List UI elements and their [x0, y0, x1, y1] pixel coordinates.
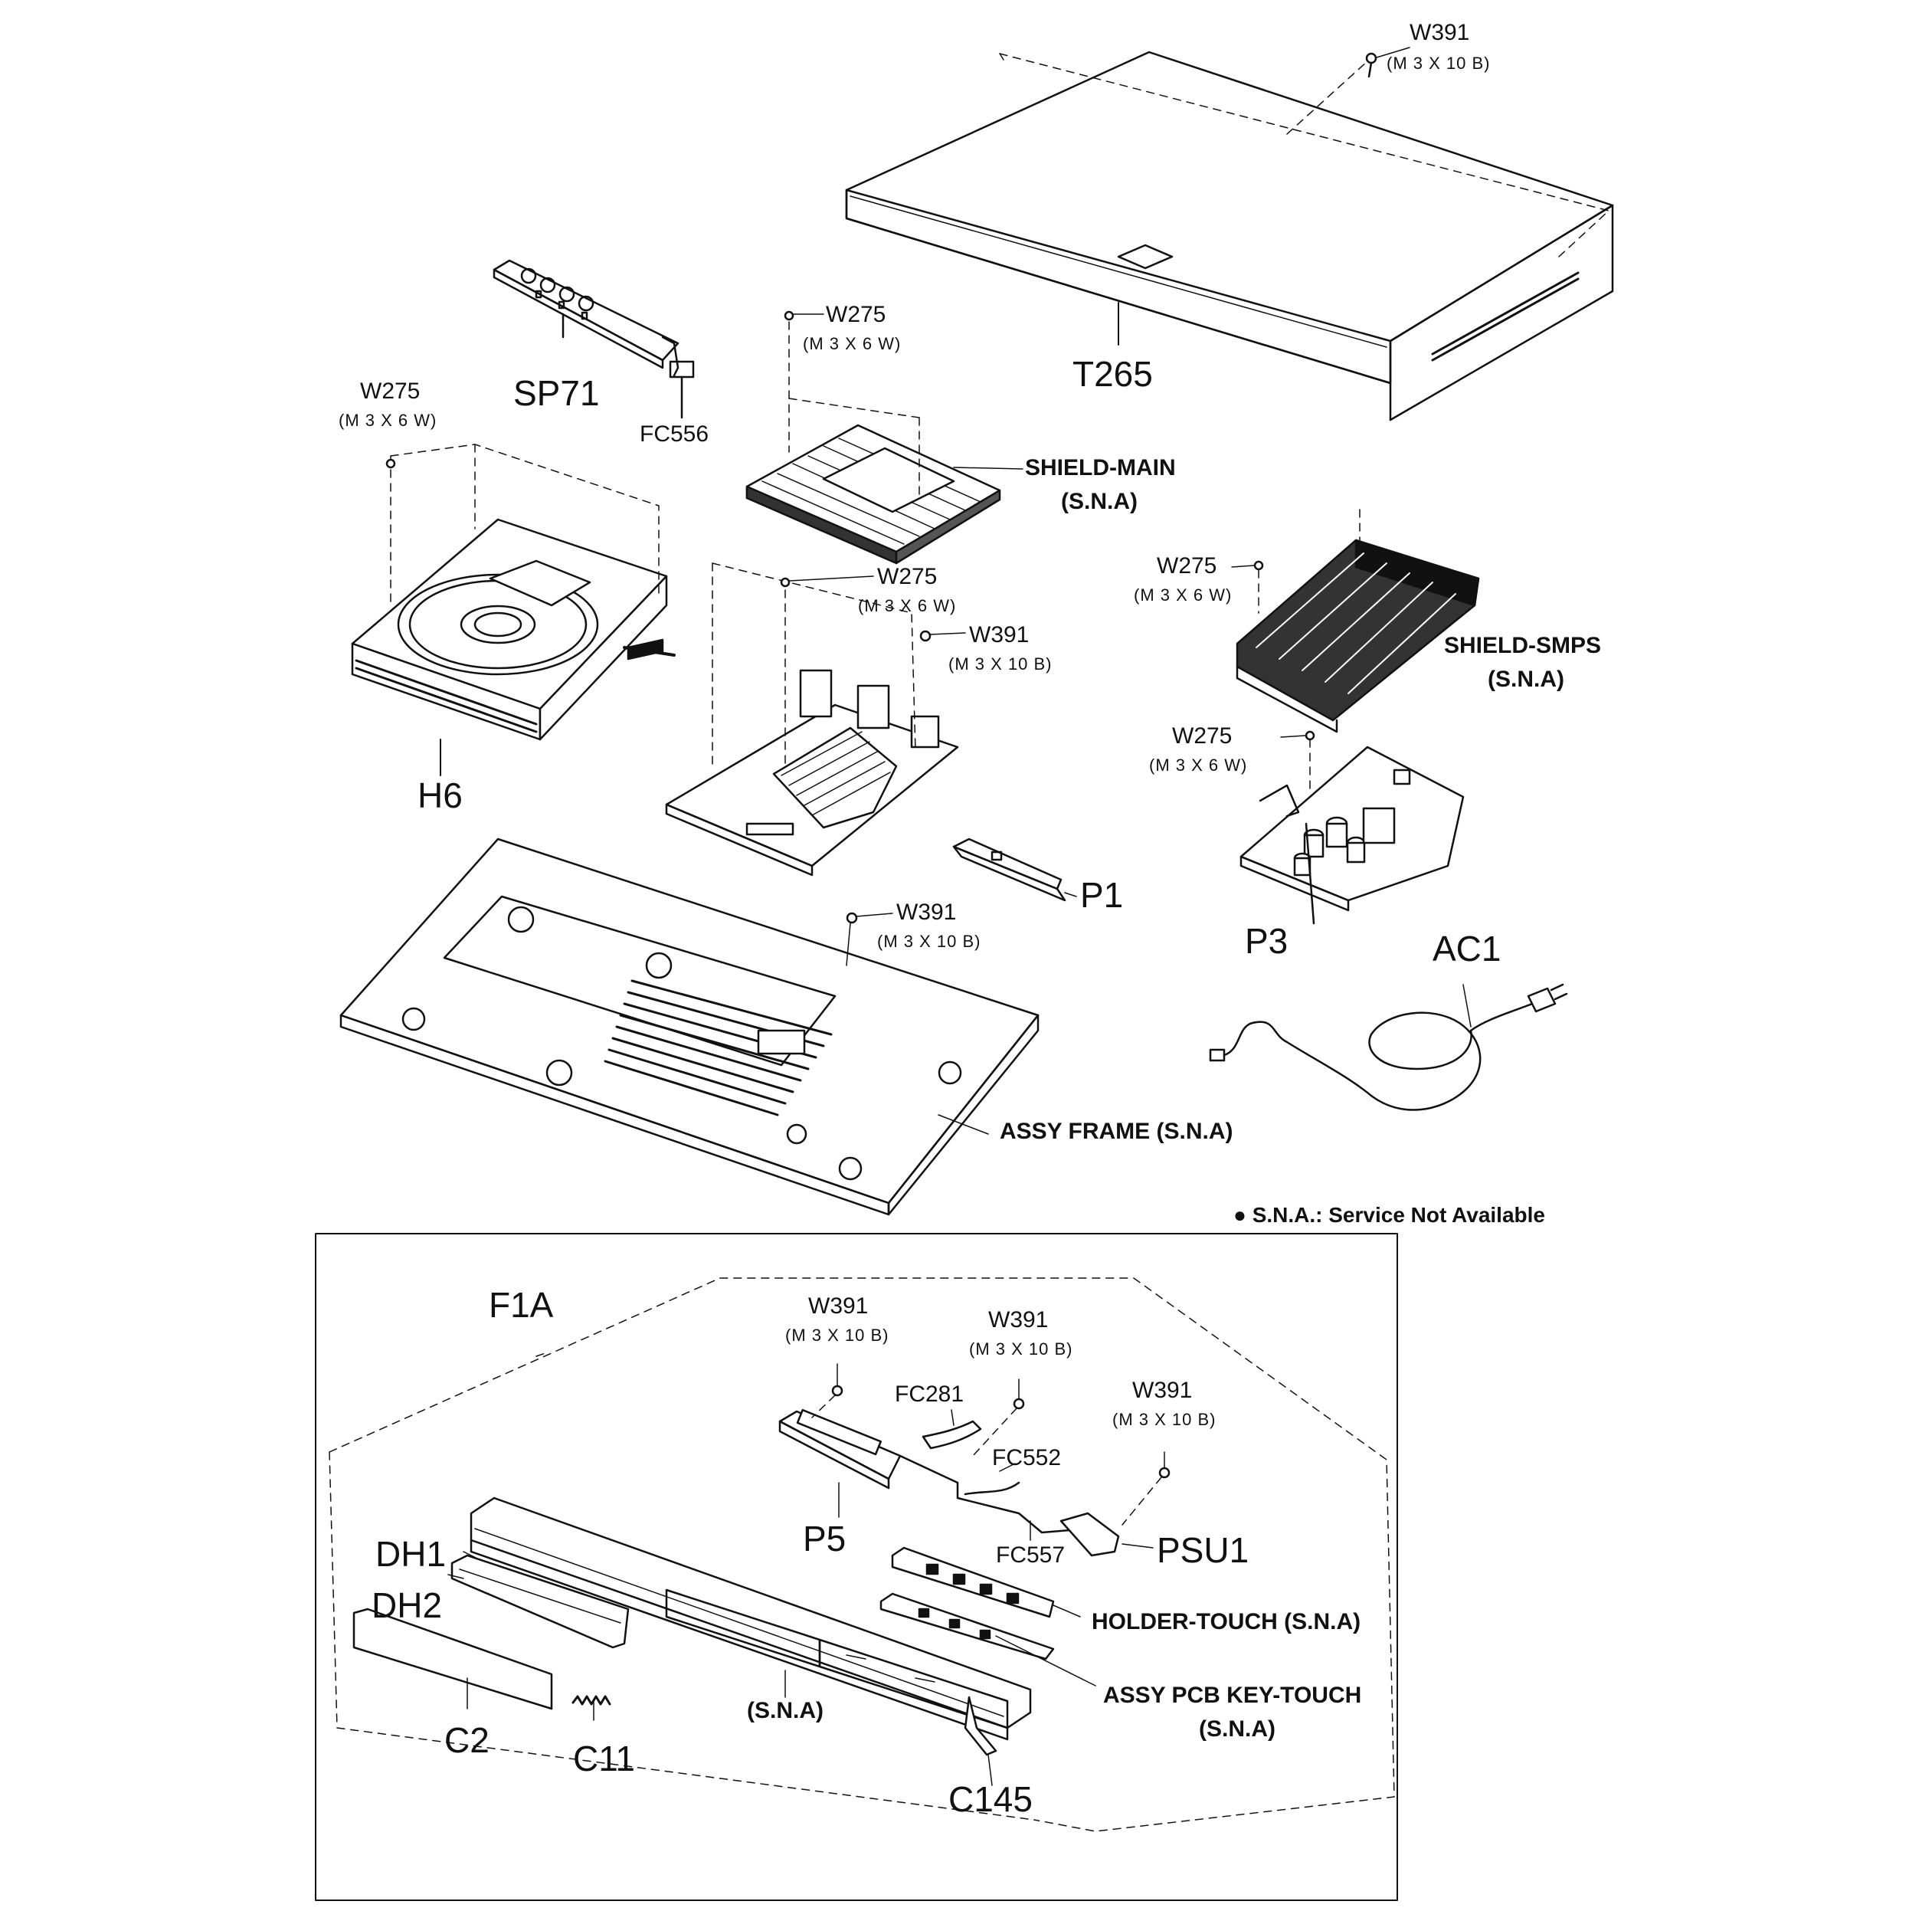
- label-shield-main-sna: (S.N.A): [1061, 489, 1138, 514]
- board-p3: [1239, 739, 1465, 925]
- front-panel-frame: [470, 1496, 1032, 1786]
- spec-w275-smps: (M 3 X 6 W): [1134, 585, 1233, 605]
- label-w391-f3: W391: [1132, 1378, 1193, 1403]
- label-assy-frame: ASSY FRAME (S.N.A): [1000, 1119, 1233, 1144]
- screw-w391-main: [919, 630, 966, 642]
- label-shield-smps-sna: (S.N.A): [1488, 667, 1564, 692]
- sensor-psu1: [1059, 1512, 1154, 1557]
- board-sp71: [493, 259, 695, 419]
- spec-w391-f2: (M 3 X 10 B): [969, 1339, 1073, 1359]
- screw-w275-left: [385, 458, 396, 469]
- top-cover-t265: [845, 51, 1614, 421]
- front-panel-dashed-outline: [329, 1277, 1395, 1832]
- label-p3: P3: [1245, 921, 1289, 961]
- label-assy-pcb-key-touch: ASSY PCB KEY-TOUCH: [1103, 1683, 1362, 1708]
- spring-c11: [571, 1695, 611, 1721]
- label-assy-pcb-key-touch-sna: (S.N.A): [1199, 1716, 1275, 1742]
- label-c11: C11: [573, 1739, 635, 1778]
- label-w391-frame: W391: [896, 900, 957, 925]
- label-w275-smps: W275: [1157, 553, 1217, 579]
- label-h6: H6: [418, 775, 463, 815]
- screw-w391-top: [1365, 47, 1410, 78]
- screw-w275-main: [780, 575, 874, 588]
- label-p5: P5: [803, 1519, 846, 1559]
- sna-note: ● S.N.A.: Service Not Available: [1233, 1203, 1545, 1227]
- label-fc556: FC556: [640, 421, 709, 447]
- label-w275-left: W275: [360, 379, 421, 404]
- screws-front-panel: [811, 1363, 1171, 1526]
- power-cord-ac1: [1209, 983, 1568, 1111]
- label-c2: C2: [444, 1720, 490, 1760]
- screw-w391-frame: [846, 912, 893, 924]
- label-sp71: SP71: [513, 373, 600, 413]
- spec-w275-main: (M 3 X 6 W): [858, 596, 957, 615]
- label-psu1: PSU1: [1157, 1530, 1249, 1570]
- screw-w275-shield: [784, 310, 824, 321]
- label-shield-smps: SHIELD-SMPS: [1444, 633, 1602, 658]
- spec-w391-f3: (M 3 X 10 B): [1112, 1410, 1217, 1429]
- shield-main: [745, 321, 1023, 565]
- front-panel-box: [315, 1233, 1398, 1901]
- label-w391-f2: W391: [988, 1307, 1049, 1332]
- label-c145: C145: [948, 1779, 1033, 1819]
- label-p1: P1: [1080, 875, 1124, 915]
- label-w391-f1: W391: [808, 1293, 869, 1319]
- label-dh1: DH1: [375, 1534, 447, 1574]
- cable-fc552: [964, 1463, 1020, 1496]
- label-t265: T265: [1072, 354, 1153, 394]
- main-pcb: [665, 562, 959, 877]
- label-w275-p3: W275: [1172, 723, 1233, 749]
- door-c2: [352, 1608, 553, 1710]
- label-fc557: FC557: [996, 1542, 1066, 1568]
- assy-frame-chassis: [339, 837, 1040, 1216]
- holder-touch: [891, 1546, 1081, 1618]
- spec-w391-main: (M 3 X 10 B): [948, 654, 1053, 674]
- board-p5: [778, 1408, 1089, 1534]
- spec-w391-frame: (M 3 X 10 B): [877, 932, 981, 951]
- label-w275-shield: W275: [826, 302, 886, 327]
- bracket-p1: [952, 837, 1077, 902]
- label-w391-top: W391: [1410, 20, 1470, 45]
- door-holder-dh1-dh2: [447, 1551, 630, 1649]
- label-fc552: FC552: [992, 1445, 1062, 1470]
- label-shield-main: SHIELD-MAIN: [1025, 455, 1176, 480]
- label-fc281: FC281: [895, 1382, 964, 1407]
- spec-w275-p3: (M 3 X 6 W): [1149, 756, 1248, 775]
- spec-w391-f1: (M 3 X 10 B): [785, 1326, 889, 1345]
- shield-smps: [1236, 509, 1480, 733]
- label-holder-touch: HOLDER-TOUCH (S.N.A): [1092, 1609, 1361, 1634]
- screw-w275-p3: [1280, 730, 1315, 741]
- cable-fc281: [922, 1409, 982, 1450]
- spec-w391-top: (M 3 X 10 B): [1387, 54, 1491, 73]
- label-ac1: AC1: [1433, 929, 1501, 969]
- label-panel-sna: (S.N.A): [747, 1698, 824, 1723]
- screw-w275-smps: [1231, 560, 1264, 614]
- spec-w275-shield: (M 3 X 6 W): [803, 334, 902, 353]
- label-w275-main: W275: [877, 564, 938, 589]
- dvd-drive-h6: [351, 444, 676, 776]
- label-f1a: F1A: [489, 1285, 554, 1325]
- pcb-key-touch: [879, 1592, 1096, 1686]
- label-dh2: DH2: [372, 1585, 443, 1625]
- spec-w275-left: (M 3 X 6 W): [339, 411, 437, 430]
- label-w391-main: W391: [969, 622, 1030, 647]
